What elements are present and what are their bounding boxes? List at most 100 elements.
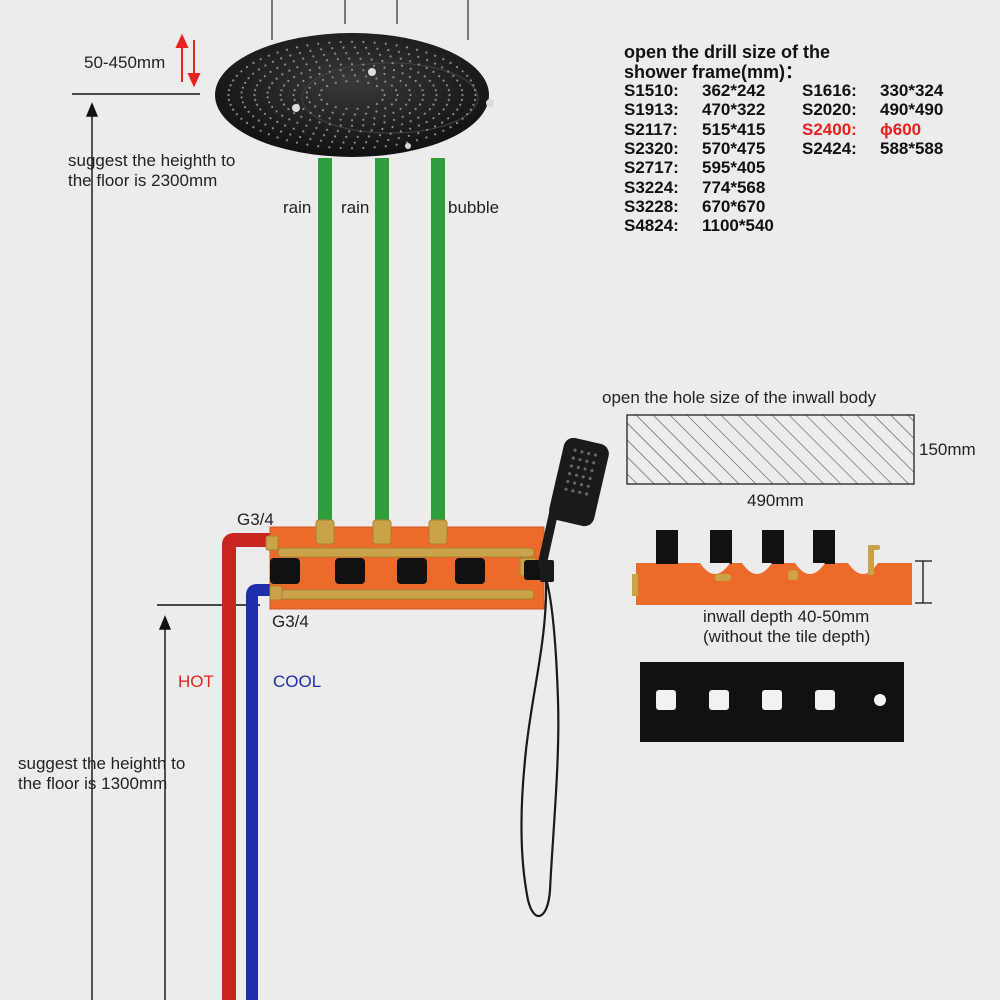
- nozzle-dot: [268, 86, 271, 89]
- nozzle-dot: [267, 133, 270, 136]
- nozzle-dot: [334, 106, 337, 109]
- nozzle-dot: [350, 63, 354, 66]
- nozzle-dot: [336, 58, 339, 61]
- nozzle-dot: [229, 103, 232, 106]
- nozzle-dot: [445, 84, 448, 87]
- nozzle-dot: [342, 46, 345, 49]
- nozzle-dot: [254, 89, 257, 92]
- nozzle-dot: [367, 81, 370, 84]
- nozzle-dot: [317, 145, 320, 148]
- drill-size-row: S1510:362*242: [624, 81, 766, 100]
- nozzle-dot: [317, 42, 320, 45]
- nozzle-dot: [365, 46, 368, 49]
- nozzle-dot: [339, 69, 342, 72]
- inwall-depth-line1: inwall depth 40-50mm: [703, 607, 870, 626]
- nozzle-dot: [449, 61, 452, 64]
- nozzle-dot: [312, 132, 315, 135]
- nozzle-dot: [466, 113, 469, 116]
- nozzle-dot: [308, 86, 311, 89]
- nozzle-dot: [473, 98, 477, 101]
- nozzle-dot: [240, 70, 243, 73]
- nozzle-dot: [445, 103, 448, 106]
- nozzle-dot: [336, 129, 339, 132]
- nozzle-dot: [350, 124, 354, 127]
- nozzle-dot: [408, 112, 411, 115]
- nozzle-dot: [435, 93, 438, 97]
- nozzle-dot: [423, 75, 426, 78]
- nozzle-dot: [456, 79, 459, 82]
- nozzle-dot: [395, 89, 398, 92]
- nozzle-dot: [302, 57, 305, 60]
- nozzle-dot: [425, 136, 428, 139]
- nozzle-dot: [384, 145, 387, 148]
- nozzle-dot: [334, 135, 337, 138]
- nozzle-dot: [259, 108, 262, 111]
- nozzle-dot: [448, 93, 451, 97]
- nozzle-dot: [433, 62, 437, 65]
- nozzle-dot: [378, 53, 382, 56]
- nozzle-dot: [407, 134, 410, 137]
- nozzle-dot: [432, 103, 435, 106]
- nozzle-dot: [375, 110, 378, 113]
- nozzle-dot: [396, 93, 399, 97]
- nozzle-dot: [455, 121, 459, 125]
- nozzle-dot: [373, 64, 376, 67]
- hole-size-box: [626, 414, 915, 485]
- nozzle-dot: [417, 63, 420, 66]
- nozzle-dot: [350, 119, 354, 122]
- nozzle-dot: [376, 47, 379, 50]
- nozzle-dot: [370, 129, 373, 132]
- nozzle-dot: [259, 58, 262, 61]
- nozzle-dot: [356, 107, 359, 110]
- nozzle-dot: [348, 130, 351, 133]
- nozzle-dot: [284, 124, 287, 127]
- nozzle-dot: [373, 117, 376, 120]
- nozzle-dot: [460, 89, 463, 92]
- nozzle-dot: [395, 98, 398, 101]
- dimension-lines: [72, 93, 260, 1000]
- nozzle-dot: [417, 132, 420, 135]
- nozzle-dot: [409, 67, 412, 70]
- nozzle-dot: [418, 84, 422, 87]
- nozzle-dot: [293, 75, 296, 78]
- nozzle-dot: [421, 98, 424, 101]
- nozzle-dot: [432, 117, 435, 120]
- nozzle-dot: [405, 46, 409, 49]
- drill-size-row: S3228:670*670: [624, 197, 766, 216]
- nozzle-dot: [399, 79, 402, 83]
- nozzle-dot: [253, 93, 256, 97]
- nozzle-dot: [296, 84, 300, 87]
- nozzle-dot: [447, 98, 450, 101]
- nozzle-dot: [376, 140, 379, 143]
- nozzle-dot: [287, 107, 290, 111]
- nozzle-dot: [404, 103, 408, 106]
- nozzle-dot: [281, 73, 284, 76]
- nozzle-dot: [367, 135, 370, 138]
- pipe-label-rain-2: rain: [341, 198, 370, 217]
- nozzle-dot: [447, 70, 450, 73]
- nozzle-dot: [387, 48, 390, 52]
- nozzle-dot: [353, 113, 356, 116]
- nozzle-dot: [426, 128, 429, 131]
- nozzle-dot: [252, 126, 255, 129]
- nozzle-dot: [280, 89, 283, 92]
- nozzle-dot: [308, 118, 312, 121]
- nozzle-dot: [271, 60, 274, 63]
- nozzle-dot: [442, 108, 445, 111]
- nozzle-dot: [362, 146, 365, 150]
- nozzle-dot: [378, 134, 382, 137]
- suspension-rods: [271, 0, 469, 40]
- nozzle-dot: [309, 49, 312, 53]
- nozzle-dot: [331, 111, 334, 114]
- nozzle-dot: [447, 89, 450, 92]
- nozzle-dot: [285, 139, 289, 142]
- nozzle-dot: [266, 96, 269, 99]
- nozzle-dot: [442, 129, 445, 132]
- nozzle-dot: [362, 124, 365, 127]
- nozzle-dot: [309, 138, 312, 141]
- nozzle-dot: [407, 53, 410, 56]
- nozzle-dot: [302, 79, 305, 83]
- nozzle-dot: [293, 112, 296, 115]
- drill-size-row: S1913:470*322: [624, 100, 766, 119]
- nozzle-dot: [442, 58, 445, 61]
